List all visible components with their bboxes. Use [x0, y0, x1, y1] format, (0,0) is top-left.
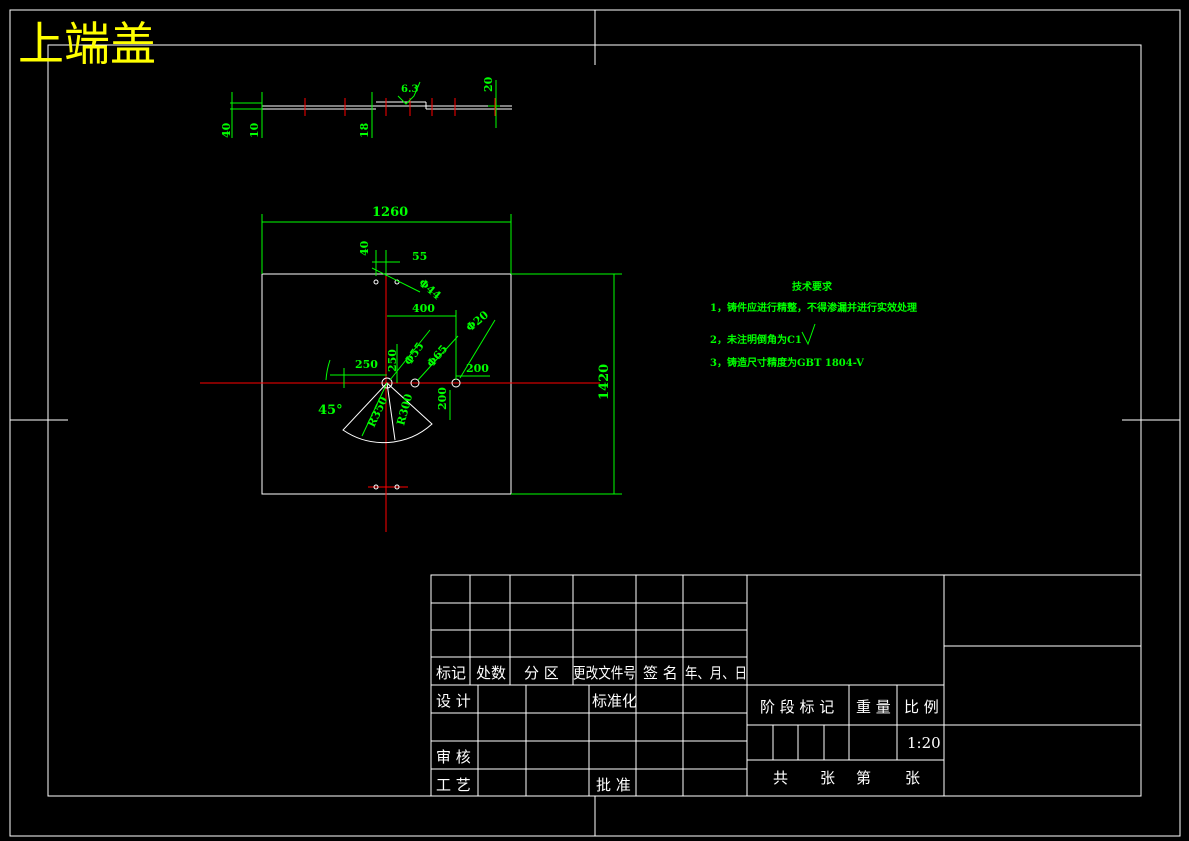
tech-item-1: 1，铸件应进行精整，不得渗漏并进行实效处理: [710, 301, 917, 314]
dim-40: 40: [358, 240, 371, 256]
dim-width-1260: 1260: [372, 205, 408, 220]
centering-marks: [10, 10, 1180, 836]
tech-requirements: 技术要求 1，铸件应进行精整，不得渗漏并进行实效处理 2，未注明倒角为C1 3，…: [710, 280, 917, 369]
tech-item-2: 2，未注明倒角为C1: [710, 333, 802, 346]
tb-label-process: 工 艺: [436, 776, 471, 794]
dim-250-v: 250: [386, 349, 399, 372]
dim-45deg: 45°: [318, 403, 343, 418]
dim-250-h: 250: [355, 358, 378, 371]
tb-label-sign: 签 名: [643, 664, 678, 682]
tech-item-3: 3，铸造尺寸精度为GBT 1804-V: [710, 356, 864, 369]
tb-label-date: 年、月、日: [685, 664, 747, 682]
dim-400: 400: [412, 302, 435, 315]
tb-label-design: 设 计: [436, 692, 471, 710]
dim-55: 55: [412, 250, 427, 263]
tb-label-review: 审 核: [436, 748, 471, 766]
title-block-text: 标记 处数 分 区 更改文件号 签 名 年、月、日 设 计 标准化 审 核 工 …: [436, 664, 941, 794]
tb-sheet-total: 共: [773, 769, 788, 787]
drawing-title: 上端盖: [18, 17, 156, 71]
side-dim-40: 40: [220, 122, 233, 138]
tech-heading: 技术要求: [792, 280, 833, 293]
dim-200-v: 200: [436, 387, 449, 410]
side-view: 40 10 18 20 6.3: [220, 76, 512, 138]
tb-label-approve: 批 准: [596, 776, 631, 794]
tb-label-mark: 标记: [436, 664, 466, 682]
tb-label-zone: 分 区: [524, 664, 559, 682]
tb-sheet-unit-1: 张: [820, 769, 835, 787]
tb-label-change-doc: 更改文件号: [573, 664, 636, 682]
tb-label-count: 处数: [476, 664, 506, 682]
tb-scale-value: 1:20: [907, 734, 941, 752]
dim-200-h: 200: [466, 362, 489, 375]
tb-label-weight: 重 量: [856, 698, 891, 716]
tb-label-standard: 标准化: [592, 692, 637, 710]
tb-sheet-index: 第: [856, 769, 871, 787]
title-block: [430, 574, 1142, 797]
tb-sheet-unit-2: 张: [905, 769, 920, 787]
side-dim-20: 20: [482, 76, 495, 92]
side-dim-10: 10: [248, 122, 261, 138]
side-surface-finish: 6.3: [401, 84, 418, 95]
side-dim-18: 18: [358, 122, 371, 138]
dim-height-1420: 1420: [597, 364, 612, 400]
tb-label-scale: 比 例: [904, 698, 939, 716]
tb-label-stage: 阶 段 标 记: [760, 698, 834, 716]
